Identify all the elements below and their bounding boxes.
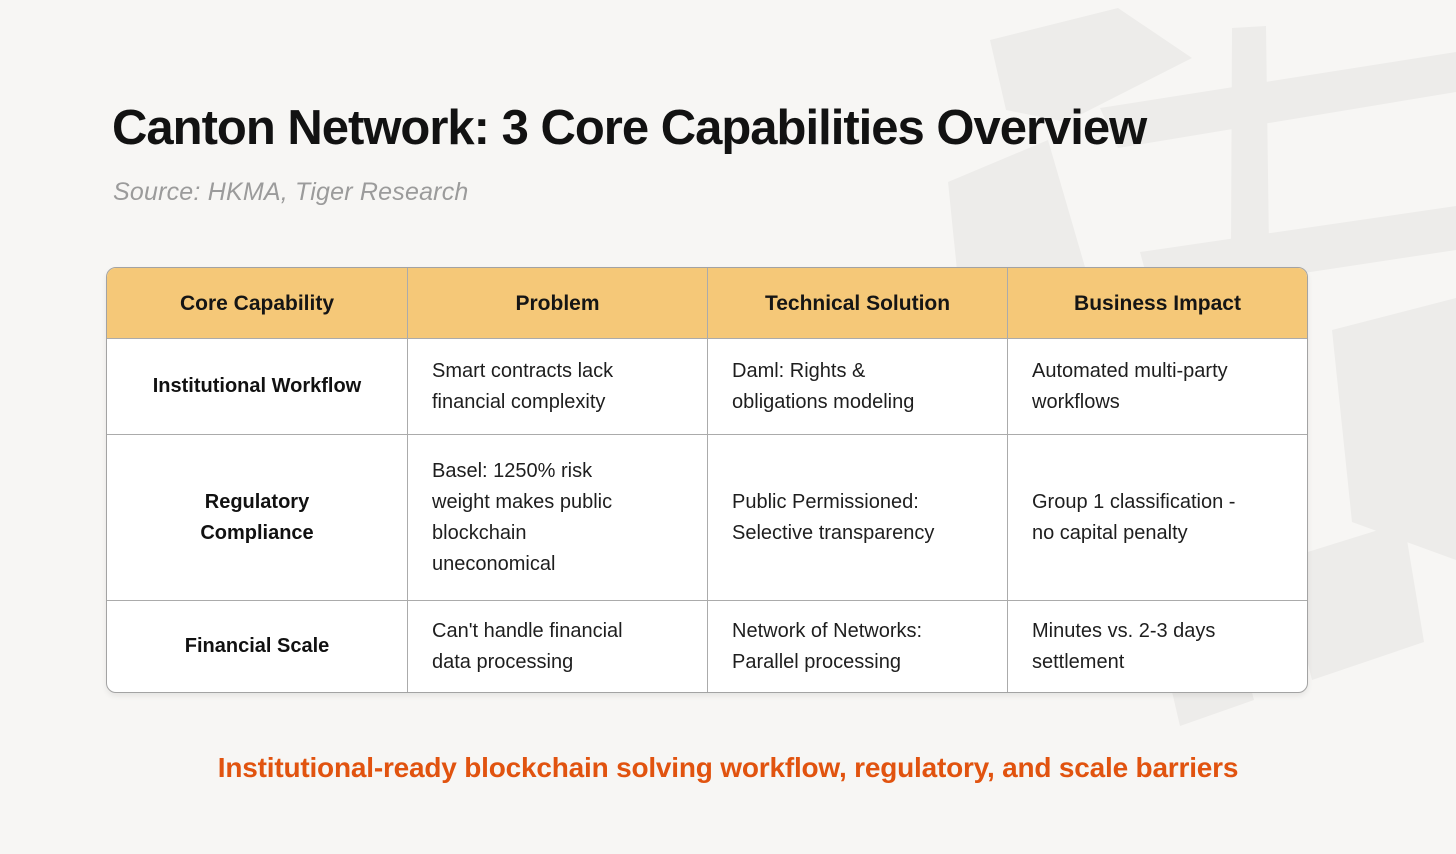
- table-row: Financial Scale Can't handle financial d…: [107, 600, 1307, 692]
- table-row: Institutional Workflow Smart contracts l…: [107, 338, 1307, 434]
- capability-cell: Institutional Workflow: [107, 338, 407, 434]
- impact-cell: Automated multi-party workflows: [1007, 338, 1307, 434]
- column-header-technical-solution: Technical Solution: [707, 268, 1007, 338]
- capability-cell: Regulatory Compliance: [107, 434, 407, 600]
- solution-cell: Daml: Rights & obligations modeling: [707, 338, 1007, 434]
- capabilities-table: Core Capability Problem Technical Soluti…: [106, 267, 1308, 693]
- impact-cell: Group 1 classification - no capital pena…: [1007, 434, 1307, 600]
- table-row: Regulatory Compliance Basel: 1250% risk …: [107, 434, 1307, 600]
- problem-cell: Smart contracts lack financial complexit…: [407, 338, 707, 434]
- impact-cell: Minutes vs. 2-3 days settlement: [1007, 600, 1307, 692]
- takeaway-note: Institutional-ready blockchain solving w…: [217, 752, 1239, 783]
- page-title: Canton Network: 3 Core Capabilities Over…: [112, 101, 1147, 155]
- source-line: Source: HKMA, Tiger Research: [113, 178, 469, 206]
- column-header-core-capability: Core Capability: [107, 268, 407, 338]
- solution-cell: Public Permissioned: Selective transpare…: [707, 434, 1007, 600]
- problem-cell: Basel: 1250% risk weight makes public bl…: [407, 434, 707, 600]
- column-header-business-impact: Business Impact: [1007, 268, 1307, 338]
- solution-cell: Network of Networks: Parallel processing: [707, 600, 1007, 692]
- problem-cell: Can't handle financial data processing: [407, 600, 707, 692]
- capability-cell: Financial Scale: [107, 600, 407, 692]
- column-header-problem: Problem: [407, 268, 707, 338]
- table-header-row: Core Capability Problem Technical Soluti…: [107, 268, 1307, 338]
